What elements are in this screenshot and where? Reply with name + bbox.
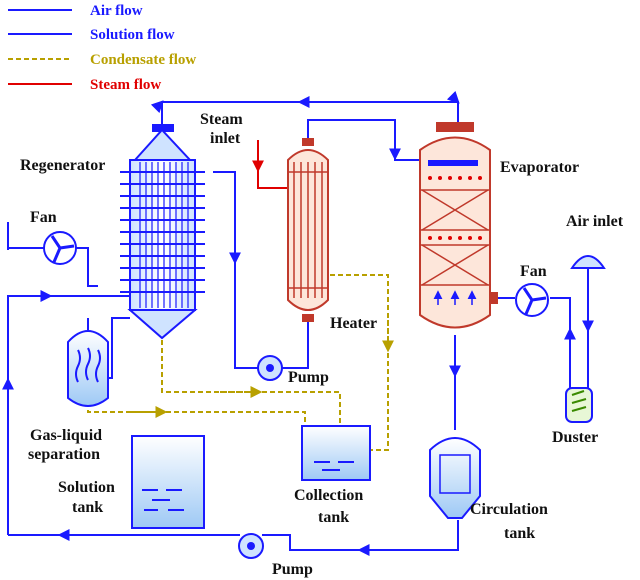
legend: Air flow Solution flow Condensate flow S… [8,3,196,93]
circulation-tank-inner [439,454,471,494]
pipe-regen-to-separator [108,317,130,379]
pipe-steam-inlet [257,140,288,189]
label-pump-mid: Pump [288,369,329,386]
label-steam-inlet-line2: inlet [210,130,241,147]
legend-condensate-label: Condensate flow [90,52,196,68]
solution-tank-body [131,435,205,529]
heater-bottom-nozzle [302,314,314,322]
fan-icon [522,287,547,315]
labels: Steam inlet Regenerator Evaporator Fan F… [20,111,624,578]
pump-icon [247,542,255,550]
regenerator-top-nozzle [152,124,174,132]
label-gas-liquid-line2: separation [28,446,100,463]
air-inlet-hood-icon [570,255,606,269]
evaporator [419,122,498,329]
heater-top-nozzle [302,138,314,146]
pipe-left-return [7,295,135,535]
label-solution-tank-line2: tank [72,499,103,516]
fan-icon [50,235,75,263]
duster [565,387,593,423]
label-fan-left: Fan [30,209,57,226]
collection-tank [301,425,371,481]
legend-air-label: Air flow [90,3,143,19]
pipe-heater-to-collection [330,274,389,451]
label-air-inlet: Air inlet [566,213,624,230]
heater-tubes [288,162,328,298]
legend-solution-label: Solution flow [90,27,175,43]
pump-mid [257,355,283,381]
circulation-tank [429,437,481,519]
regenerator-bottom-cone [127,309,198,340]
pump-bottom [238,533,264,559]
evaporator-shell [419,136,491,329]
label-heater: Heater [330,315,377,332]
evaporator-packing [420,189,490,286]
legend-steam-label: Steam flow [90,77,161,93]
label-collection-tank-line2: tank [318,509,349,526]
label-gas-liquid-line1: Gas-liquid [30,427,102,444]
label-duster: Duster [552,429,598,446]
regenerator-coil [120,171,205,293]
gas-liquid-separator [67,330,109,407]
filter-icon [571,390,587,412]
fan-right [515,283,549,317]
pipe-separator-to-collection [87,410,306,430]
label-evaporator: Evaporator [500,159,579,176]
label-solution-tank-line1: Solution [58,479,115,496]
steam-pipes [252,140,288,189]
pump-icon [266,364,274,372]
circulation-tank-body [429,437,481,519]
separator-vessel [67,330,109,407]
evaporator-spray-header [428,160,478,166]
collection-tank-body [301,425,371,481]
regenerator-top-cone [132,128,193,161]
pipe-pump-to-heater [282,322,309,369]
label-pump-bottom: Pump [272,561,313,578]
liquid-icon [314,461,354,471]
fan-left [43,231,77,265]
label-regenerator: Regenerator [20,157,105,174]
evaporator-top-nozzle [436,122,474,132]
regenerator-tubes [139,162,189,308]
label-collection-tank-line1: Collection [294,487,363,504]
liquid-icon [142,489,184,511]
condensate-pipes [87,274,394,451]
evaporator-droplets [428,176,482,240]
label-circulation-tank-line1: Circulation [470,501,548,518]
label-fan-right: Fan [520,263,547,280]
heater [287,138,329,322]
evaporator-side-nozzle [490,292,498,304]
blue-pipes [1,90,594,556]
solution-tank [131,435,205,529]
pipe-heater-to-evap [307,119,420,161]
duster-body [565,387,593,423]
label-circulation-tank-line2: tank [504,525,535,542]
air-inlet [570,255,606,269]
steam-waves-icon [75,347,101,383]
pipe-bottom-right [262,520,459,551]
pipe-regen-to-pump [213,171,258,369]
label-steam-inlet-line1: Steam [200,111,243,128]
pipe-fan-duster [550,297,571,390]
regenerator [120,124,205,340]
evaporator-air-arrows [433,290,477,305]
